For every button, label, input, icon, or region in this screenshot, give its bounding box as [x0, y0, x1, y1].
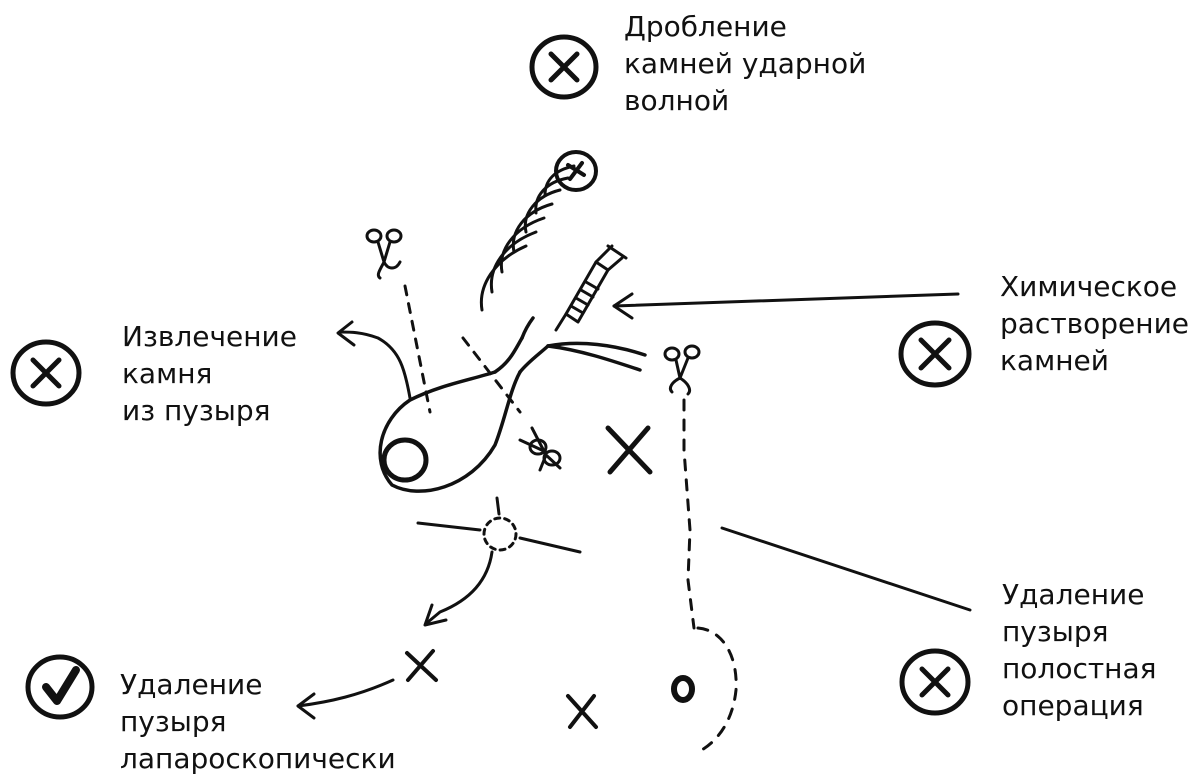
- label-line: Удаление: [120, 666, 396, 703]
- label-chemical-dissolution: Химическое растворение камней: [1000, 268, 1189, 379]
- cross-circle-icon: [902, 651, 968, 713]
- stone-cross-mark: [608, 428, 650, 472]
- label-laparoscopic-removal: Удаление пузыря лапароскопически: [120, 666, 396, 777]
- arrow-to-syringe: [614, 294, 958, 318]
- arrow-laparoscopic-1: [425, 552, 492, 625]
- gallbladder-sketch: [380, 318, 645, 491]
- cut-line-hook: [698, 628, 736, 752]
- scissors-icon: [367, 230, 401, 278]
- cross-circle-icon: [532, 37, 596, 97]
- stone-cross-mark: [407, 651, 436, 680]
- label-line: Извлечение: [122, 318, 297, 355]
- label-line: растворение: [1000, 305, 1189, 342]
- label-line: камней: [1000, 342, 1189, 379]
- label-line: пузыря: [1002, 613, 1156, 650]
- label-line: Удаление: [1002, 576, 1156, 613]
- cross-circle-icon: [901, 323, 969, 385]
- label-stone-extraction: Извлечение камня из пузыря: [122, 318, 297, 429]
- pointer-line-open-surgery: [722, 528, 970, 610]
- shockwave-arcs: [481, 166, 574, 310]
- stone-cross-mark: [568, 696, 596, 727]
- scissors-icon: [520, 428, 560, 470]
- label-line: полостная: [1002, 650, 1156, 687]
- stone-circle-mark: [674, 678, 692, 700]
- label-line: из пузыря: [122, 392, 297, 429]
- arrow-extraction: [338, 322, 410, 398]
- label-line: Химическое: [1000, 268, 1189, 305]
- label-shockwave-lithotripsy: Дробление камней ударной волной: [624, 8, 866, 119]
- cut-line: [684, 400, 694, 628]
- label-open-surgery: Удаление пузыря полостная операция: [1002, 576, 1156, 724]
- syringe-icon: [556, 246, 626, 330]
- label-line: камней ударной: [624, 45, 866, 82]
- check-circle-icon: [28, 657, 92, 717]
- label-line: операция: [1002, 687, 1156, 724]
- cross-circle-icon: [13, 342, 79, 404]
- label-line: камня: [122, 355, 297, 392]
- laparoscope-port: [418, 498, 580, 552]
- label-line: пузыря: [120, 703, 396, 740]
- cut-line: [463, 338, 520, 412]
- label-line: Дробление: [624, 8, 866, 45]
- label-line: волной: [624, 82, 866, 119]
- scissors-icon: [665, 346, 699, 394]
- label-line: лапароскопически: [120, 740, 396, 777]
